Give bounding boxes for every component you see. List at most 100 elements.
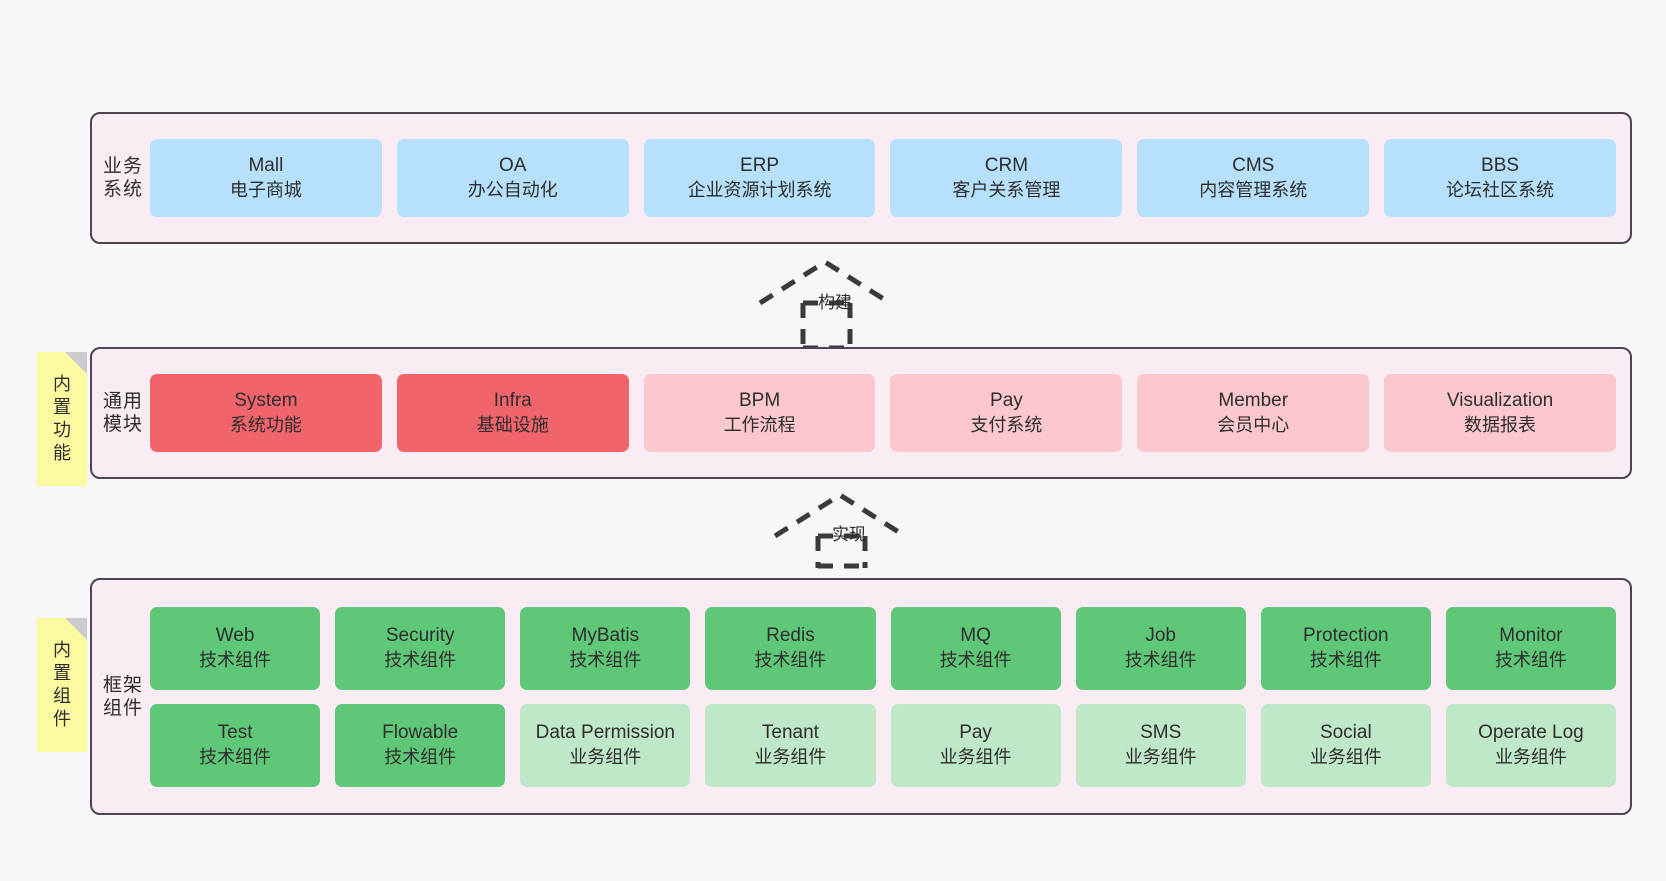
node-title: OA [499, 155, 527, 176]
node-operate-log[interactable]: Operate Log 业务组件 [1445, 703, 1616, 787]
layer-title-business: 业务系统 [102, 156, 143, 200]
node-cms[interactable]: CMS 内容管理系统 [1137, 139, 1370, 217]
node-security[interactable]: Security 技术组件 [335, 606, 506, 690]
node-pay-business[interactable]: Pay 业务组件 [890, 703, 1061, 787]
layer-row: Web 技术组件 Security 技术组件 MyBatis 技术组件 Redi… [150, 606, 1616, 690]
node-title: Security [385, 625, 455, 646]
node-bbs[interactable]: BBS 论坛社区系统 [1384, 139, 1616, 217]
node-subtitle: 技术组件 [1494, 650, 1567, 670]
node-subtitle: 技术组件 [754, 650, 827, 670]
node-subtitle: 业务组件 [1309, 747, 1382, 767]
node-title: Social [1319, 722, 1372, 743]
node-subtitle: 技术组件 [199, 747, 272, 767]
node-subtitle: 企业资源计划系统 [687, 180, 832, 200]
node-mybatis[interactable]: MyBatis 技术组件 [520, 606, 691, 690]
node-title: Visualization [1446, 390, 1554, 411]
node-subtitle: 技术组件 [1124, 650, 1197, 670]
node-title: MQ [960, 625, 991, 646]
layer-body-framework: Web 技术组件 Security 技术组件 MyBatis 技术组件 Redi… [144, 606, 1630, 787]
node-mall[interactable]: Mall 电子商城 [150, 139, 382, 217]
layer-title-module: 通用模块 [102, 391, 143, 435]
node-title: Test [217, 722, 253, 743]
connector-label-build: 构建 [818, 293, 852, 312]
node-subtitle: 业务组件 [754, 747, 827, 767]
layer-body-module: System 系统功能 Infra 基础设施 BPM 工作流程 Pay 支付系统… [144, 374, 1630, 452]
node-title: Tenant [761, 722, 819, 743]
node-tenant[interactable]: Tenant 业务组件 [705, 703, 876, 787]
node-system[interactable]: System 系统功能 [150, 374, 382, 452]
note-builtin-features: 内置功能 [37, 352, 87, 486]
node-subtitle: 数据报表 [1464, 415, 1537, 435]
node-monitor[interactable]: Monitor 技术组件 [1445, 606, 1616, 690]
node-title: CMS [1232, 155, 1275, 176]
node-oa[interactable]: OA 办公自动化 [396, 139, 629, 217]
node-flowable[interactable]: Flowable 技术组件 [335, 703, 506, 787]
node-subtitle: 内容管理系统 [1199, 180, 1308, 200]
node-subtitle: 业务组件 [939, 747, 1012, 767]
layer-title-framework: 框架组件 [102, 674, 143, 719]
node-title: Member [1218, 390, 1289, 411]
node-title: Infra [493, 390, 532, 411]
node-subtitle: 技术组件 [569, 650, 642, 670]
node-subtitle: 系统功能 [229, 415, 302, 435]
node-job[interactable]: Job 技术组件 [1075, 606, 1246, 690]
layer-row: Test 技术组件 Flowable 技术组件 Data Permission … [150, 703, 1616, 787]
node-subtitle: 技术组件 [939, 650, 1012, 670]
node-crm[interactable]: CRM 客户关系管理 [890, 139, 1123, 217]
node-subtitle: 业务组件 [569, 747, 642, 767]
node-subtitle: 客户关系管理 [952, 180, 1061, 200]
node-bpm[interactable]: BPM 工作流程 [643, 374, 876, 452]
node-protection[interactable]: Protection 技术组件 [1260, 606, 1431, 690]
note-builtin-components: 内置组件 [37, 618, 87, 752]
node-test[interactable]: Test 技术组件 [150, 703, 321, 787]
layer-row: System 系统功能 Infra 基础设施 BPM 工作流程 Pay 支付系统… [150, 374, 1616, 452]
note-fold-icon [65, 618, 87, 640]
node-title: BBS [1481, 155, 1520, 176]
node-title: Operate Log [1478, 722, 1584, 743]
connector-label-impl: 实现 [832, 525, 866, 544]
node-title: Protection [1303, 625, 1389, 646]
node-title: Job [1145, 625, 1176, 646]
node-title: Pay [959, 722, 992, 743]
node-data-permission[interactable]: Data Permission 业务组件 [520, 703, 691, 787]
node-subtitle: 技术组件 [1309, 650, 1382, 670]
node-title: MyBatis [571, 625, 640, 646]
connector-implement: 实现 [770, 488, 925, 569]
node-subtitle: 会员中心 [1217, 415, 1290, 435]
layer-row: Mall 电子商城 OA 办公自动化 ERP 企业资源计划系统 CRM 客户关系… [150, 139, 1616, 217]
node-subtitle: 技术组件 [384, 747, 457, 767]
node-erp[interactable]: ERP 企业资源计划系统 [643, 139, 876, 217]
note-text: 内置功能 [53, 374, 71, 463]
node-title: Redis [766, 625, 815, 646]
layer-business-systems: 业务系统 Mall 电子商城 OA 办公自动化 ERP 企业资源计划系统 CRM… [90, 112, 1632, 244]
node-title: BPM [738, 390, 781, 411]
node-subtitle: 技术组件 [199, 650, 272, 670]
node-infra[interactable]: Infra 基础设施 [396, 374, 629, 452]
node-subtitle: 技术组件 [384, 650, 457, 670]
node-title: CRM [984, 155, 1029, 176]
node-subtitle: 基础设施 [476, 415, 549, 435]
node-title: Pay [990, 390, 1023, 411]
node-mq[interactable]: MQ 技术组件 [890, 606, 1061, 690]
node-sms[interactable]: SMS 业务组件 [1075, 703, 1246, 787]
node-title: Monitor [1499, 625, 1563, 646]
node-subtitle: 业务组件 [1124, 747, 1197, 767]
node-subtitle: 业务组件 [1494, 747, 1567, 767]
layer-body-business: Mall 电子商城 OA 办公自动化 ERP 企业资源计划系统 CRM 客户关系… [144, 139, 1630, 217]
node-pay[interactable]: Pay 支付系统 [890, 374, 1123, 452]
node-subtitle: 论坛社区系统 [1446, 180, 1555, 200]
note-text: 内置组件 [53, 640, 71, 729]
layer-common-modules: 通用模块 System 系统功能 Infra 基础设施 BPM 工作流程 Pay… [90, 347, 1632, 479]
node-member[interactable]: Member 会员中心 [1137, 374, 1370, 452]
node-web[interactable]: Web 技术组件 [150, 606, 321, 690]
node-visualization[interactable]: Visualization 数据报表 [1384, 374, 1616, 452]
node-subtitle: 支付系统 [970, 415, 1043, 435]
node-title: Flowable [382, 722, 459, 743]
node-subtitle: 电子商城 [229, 180, 302, 200]
node-social[interactable]: Social 业务组件 [1260, 703, 1431, 787]
node-title: SMS [1140, 722, 1182, 743]
connector-build: 构建 [755, 255, 910, 351]
layer-framework-components: 框架组件 Web 技术组件 Security 技术组件 MyBatis 技术组件… [90, 578, 1632, 815]
node-redis[interactable]: Redis 技术组件 [705, 606, 876, 690]
